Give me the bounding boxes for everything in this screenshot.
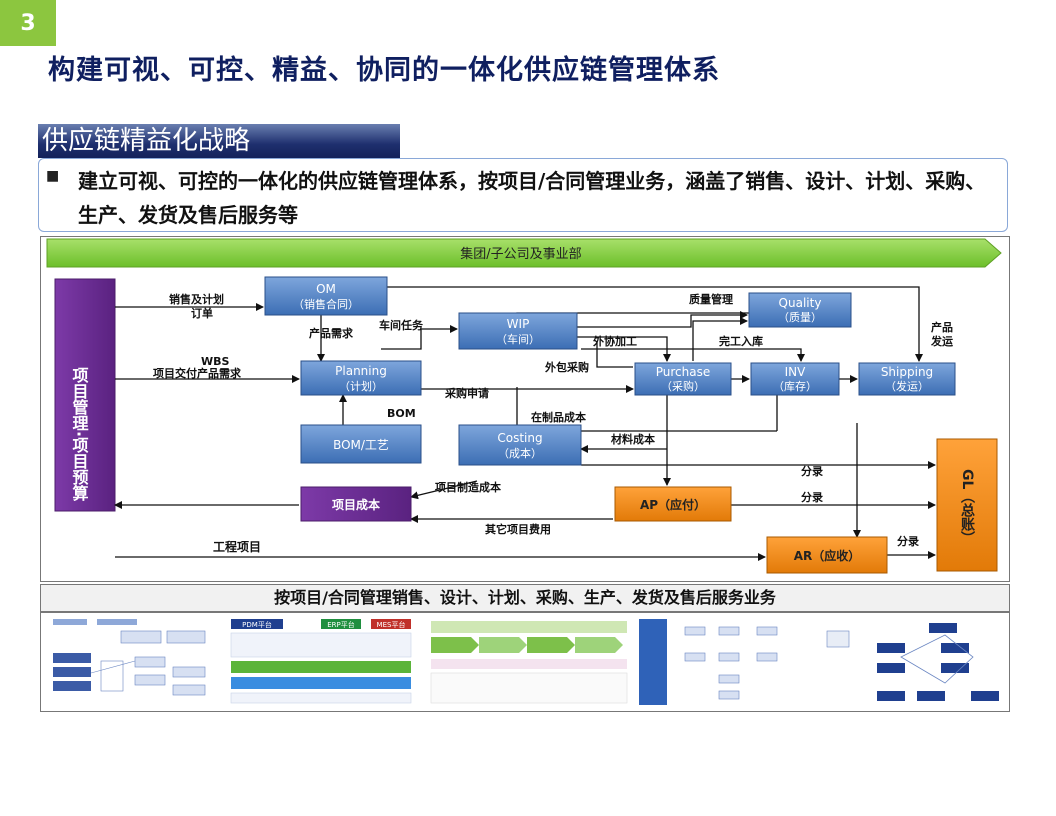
label-workshop-task: 车间任务 (379, 318, 424, 332)
label-completion: 完工入库 (719, 334, 763, 348)
label-product-demand: 产品需求 (309, 326, 354, 340)
banner-label: 集团/子公司及事业部 (460, 246, 581, 262)
node-costing-en: Costing (497, 431, 542, 445)
label-order: 订单 (191, 306, 213, 320)
node-bom: BOM/工艺 (300, 424, 422, 464)
label-subcontract: 外包采购 (544, 360, 589, 374)
thumbnail-4 (637, 617, 801, 707)
section-heading: 供应链精益化战略 (38, 124, 400, 158)
group-banner: 集团/子公司及事业部 (46, 238, 1002, 268)
node-wip-en: WIP (507, 317, 530, 331)
thumbnail-5 (817, 617, 1003, 707)
node-om-en: OM (316, 282, 336, 296)
label-wbs: WBS (201, 355, 230, 368)
node-bom-label: BOM/工艺 (333, 438, 389, 452)
node-shipping-en: Shipping (881, 365, 933, 379)
label-other-cost: 其它项目费用 (485, 522, 551, 536)
label-entry-1: 分录 (801, 464, 823, 478)
node-ap-label: AP（应付） (640, 497, 706, 512)
node-shipping-cn: （发运） (885, 379, 929, 393)
slide-number: 3 (0, 0, 56, 46)
bullet-marker-icon: ■ (46, 168, 60, 184)
project-management-bar: 项目管理·项目预算 (54, 278, 116, 512)
node-inv: INV （库存） (750, 362, 840, 396)
node-project-cost-label: 项目成本 (332, 497, 380, 512)
node-planning-en: Planning (335, 364, 387, 378)
label-product-ship: 产品 (931, 320, 953, 334)
supply-chain-diagram: 集团/子公司及事业部 项目管理·项目预算 (40, 236, 1010, 582)
node-om-cn: （销售合同） (293, 297, 359, 311)
thumbnail-2: PDM平台 ERP平台 MES平台 (227, 617, 417, 707)
label-sales-forecast: 销售及计划 (169, 292, 224, 306)
node-planning-cn: （计划） (339, 380, 383, 393)
label-outsource: 外协加工 (592, 334, 637, 348)
node-gl: GL（总账） (936, 438, 998, 572)
edge-labels: 销售及计划 订单 产品需求 车间任务 WBS 项目交付产品需求 质量管理 外协加… (153, 292, 953, 554)
connectors (114, 286, 936, 561)
node-wip: WIP （车间） (458, 312, 578, 350)
label-wip-cost: 在制品成本 (531, 410, 586, 424)
thumbnails-canvas: PDM平台 ERP平台 MES平台 (49, 617, 1003, 707)
left-bar-label: 项目管理·项目预算 (70, 367, 89, 502)
node-costing: Costing （成本） (458, 424, 582, 466)
node-wip-cn: （车间） (496, 332, 540, 346)
page-title: 构建可视、可控、精益、协同的一体化供应链管理体系 (48, 55, 720, 86)
node-ar-label: AR（应收） (794, 548, 861, 563)
node-purchase-en: Purchase (656, 365, 711, 379)
thumb-pdm-label: PDM平台 (242, 620, 272, 629)
node-om: OM （销售合同） (264, 276, 388, 316)
label-wbs-demand: 项目交付产品需求 (153, 366, 242, 380)
node-quality: Quality （质量） (748, 292, 852, 328)
thumb-erp-label: ERP平台 (327, 620, 355, 629)
process-thumbnails: PDM平台 ERP平台 MES平台 (40, 612, 1010, 712)
label-eng-project: 工程项目 (213, 539, 261, 554)
label-bom: BOM (387, 407, 416, 420)
node-purchase: Purchase （采购） (634, 362, 732, 396)
thumbnail-1 (49, 617, 211, 707)
node-ap: AP（应付） (614, 486, 732, 522)
bullet-text: 建立可视、可控的一体化的供应链管理体系，按项目/合同管理业务，涵盖了销售、设计、… (78, 169, 986, 227)
node-project-cost: 项目成本 (300, 486, 412, 522)
label-proj-mfg-cost: 项目制造成本 (435, 480, 501, 494)
node-ar: AR（应收） (766, 536, 888, 574)
node-quality-cn: （质量） (778, 311, 822, 324)
label-material-cost: 材料成本 (611, 432, 655, 446)
bullet-box (38, 158, 1008, 232)
diagram-caption: 按项目/合同管理销售、设计、计划、采购、生产、发货及售后服务业务 (40, 584, 1010, 612)
thumb-mes-label: MES平台 (377, 620, 406, 629)
diagram-canvas: 集团/子公司及事业部 项目管理·项目预算 (46, 238, 1002, 574)
node-shipping: Shipping （发运） (858, 362, 956, 396)
node-inv-en: INV (785, 365, 807, 379)
node-planning: Planning （计划） (300, 360, 422, 396)
node-inv-cn: （库存） (773, 379, 817, 393)
thumbnail-3 (429, 617, 629, 707)
node-costing-cn: （成本） (498, 446, 542, 460)
label-entry-3: 分录 (897, 534, 919, 548)
node-gl-label: GL（总账） (959, 469, 976, 545)
label-entry-2: 分录 (801, 490, 823, 504)
label-ship-2: 发运 (930, 334, 953, 348)
node-quality-en: Quality (779, 296, 822, 310)
node-purchase-cn: （采购） (661, 379, 705, 393)
label-purchase-req: 采购申请 (444, 386, 489, 400)
label-quality-mgmt: 质量管理 (689, 292, 733, 306)
